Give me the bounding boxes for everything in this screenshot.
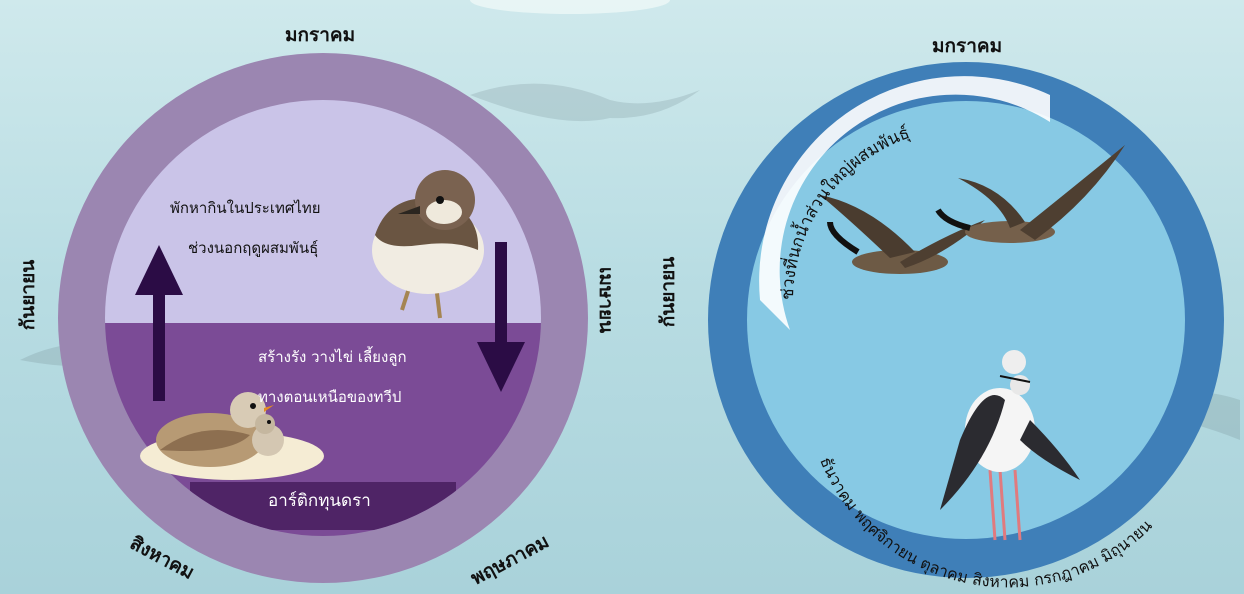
right-top-month: มกราคม	[932, 31, 1002, 61]
top-glow	[470, 0, 670, 14]
wintering-line1: พักหากินในประเทศไทย	[170, 196, 321, 220]
left-top-month: มกราคม	[285, 20, 355, 50]
wintering-line2: ช่วงนอกฤดูผสมพันธุ์	[188, 236, 318, 260]
left-right-month: เมษายน	[591, 267, 621, 333]
region-label: อาร์ติกทุนดรา	[268, 487, 371, 514]
left-left-month: กันยายน	[13, 260, 43, 330]
breeding-line2: ทางตอนเหนือของทวีป	[258, 385, 401, 409]
breeding-line1: สร้างรัง วางไข่ เลี้ยงลูก	[258, 345, 407, 369]
right-left-month: กันยายน	[653, 257, 683, 327]
